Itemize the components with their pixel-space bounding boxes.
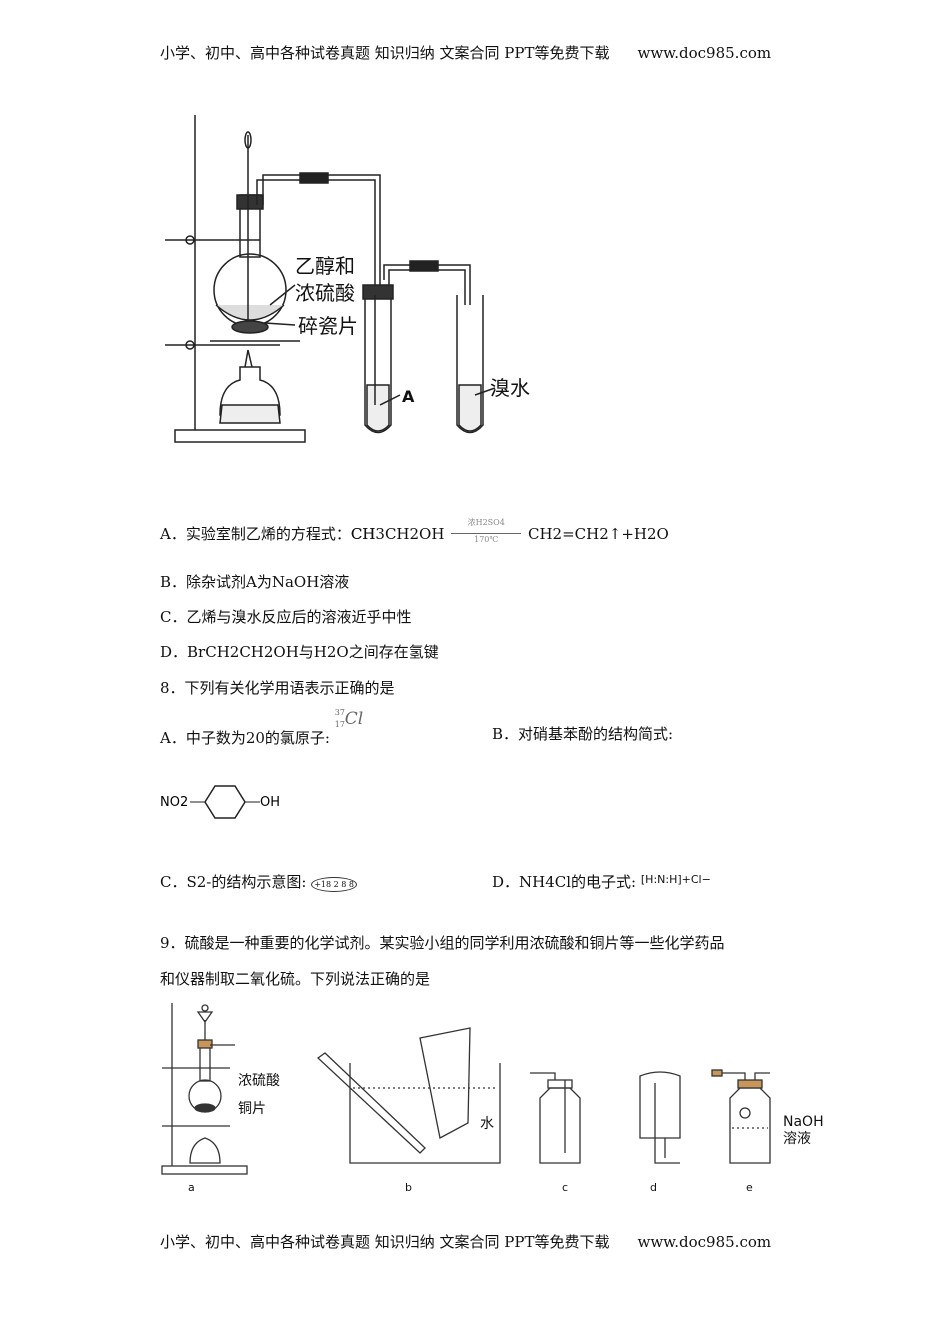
chlorine-isotope-symbol: 37 17 Cl [334,708,365,743]
stand-base [174,429,306,443]
page-header: 小学、初中、高中各种试卷真题 知识归纳 文案合同 PPT等免费下载 www.doc… [160,42,771,63]
hydroxyl-group: OH [260,795,280,810]
ethylene-apparatus-figure: 乙醇和 浓硫酸 碎瓷片 A 溴水 [165,115,530,443]
caption-a: a [188,1181,195,1194]
q8-option-c: C．S2-的结构示意图: +18 2 8 8 [160,871,357,892]
label-water: 水 [480,1116,494,1132]
nitrophenol-structure: NO2 OH [160,785,280,819]
footer-text: 小学、初中、高中各种试卷真题 知识归纳 文案合同 PPT等免费下载 [160,1233,610,1251]
so2-apparatus-figure: 浓硫酸 铜片 水 NaOH 溶液 a b c d e [161,1003,824,1194]
sulfide-ion-diagram: +18 2 8 8 [311,877,357,892]
label-bromine-water: 溴水 [490,376,530,400]
q8-option-d-text: D．NH4Cl的电子式: [492,873,637,891]
caption-e: e [746,1181,753,1194]
benzene-ring [204,785,246,819]
mass-number: 37 [334,708,345,717]
q8-stem: 8．下列有关化学用语表示正确的是 [160,679,395,697]
header-url[interactable]: www.doc985.com [637,44,772,62]
caption-c: c [562,1181,568,1194]
q8-option-b: B．对硝基苯酚的结构简式: [492,725,674,743]
caption-d: d [650,1181,657,1194]
q7-option-c: C．乙烯与溴水反应后的溶液近乎中性 [160,608,412,626]
q7-option-a-prefix: A．实验室制乙烯的方程式：CH [160,525,376,543]
q7-option-b: B．除杂试剂A为NaOH溶液 [160,573,350,591]
product: CH2=CH2↑+H2O [528,525,669,543]
label-reagents-1: 乙醇和 [295,254,355,278]
apparatus-e [711,1069,771,1164]
apparatus-c [530,1072,581,1164]
page-footer: 小学、初中、高中各种试卷真题 知识归纳 文案合同 PPT等免费下载 www.doc… [160,1231,771,1252]
label-naoh: NaOH [783,1114,824,1130]
header-text: 小学、初中、高中各种试卷真题 知识归纳 文案合同 PPT等免费下载 [160,44,610,62]
apparatus-b [316,1027,501,1164]
caption-b: b [405,1181,412,1194]
label-A: A [402,387,415,406]
atomic-number: 17 [334,720,345,729]
arrow-condition-top: 浓H2SO4 [467,517,505,527]
label-porcelain-chips: 碎瓷片 [298,314,358,338]
q9-stem-line2: 和仪器制取二氧化硫。下列说法正确的是 [160,970,431,988]
arrow-condition-bottom: 170℃ [474,534,499,544]
label-reagents-2: 浓硫酸 [295,281,355,305]
footer-url[interactable]: www.doc985.com [637,1233,772,1251]
ammonium-chloride-electron-formula: [H:N:H]+Cl− [640,873,711,886]
nitro-group: NO2 [160,795,188,810]
element-symbol: Cl [344,709,364,729]
apparatus-d [639,1071,681,1164]
q7-option-a: A．实验室制乙烯的方程式：CHCH3CH2OH 浓H2SO4 170℃ CH2=… [160,518,669,544]
apparatus-a [161,1003,248,1175]
q9-stem-line1: 9．硫酸是一种重要的化学试剂。某实验小组的同学利用浓硫酸和铜片等一些化学药品 [160,934,725,952]
reactant: CH3CH2OH [350,525,445,543]
q8-option-a: A．中子数为20的氯原子: 37 17 Cl [160,708,365,748]
label-conc-sulfuric-acid: 浓硫酸 [238,1073,280,1089]
label-copper-sheet: 铜片 [238,1101,266,1117]
q8-option-c-text: C．S2-的结构示意图: [160,873,307,891]
q7-option-d: D．BrCH2CH2OH与H2O之间存在氢键 [160,643,439,661]
q8-option-d: D．NH4Cl的电子式: [H:N:H]+Cl− [492,871,711,892]
q8-option-a-text: A．中子数为20的氯原子: [160,729,330,747]
label-solution: 溶液 [783,1131,811,1147]
